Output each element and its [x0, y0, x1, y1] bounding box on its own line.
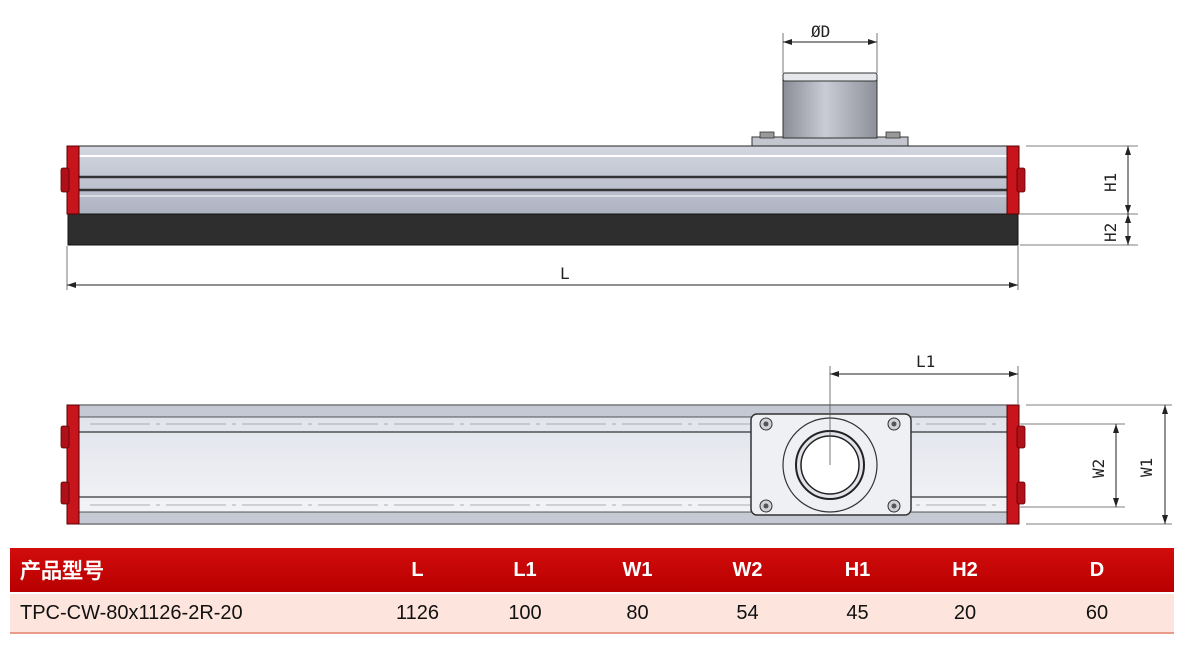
w1-label: W1	[1137, 458, 1156, 477]
header-model: 产品型号	[10, 548, 370, 593]
end-cap-left-top	[60, 404, 80, 525]
cell-h1: 45	[805, 593, 910, 634]
cell-d: 60	[1020, 593, 1174, 634]
cell-l: 1126	[370, 593, 465, 634]
dimension-length: L	[66, 246, 1019, 290]
w2-label: W2	[1089, 459, 1108, 478]
top-view: L1 W2 W1	[60, 352, 1172, 525]
outlet-flange	[750, 413, 912, 516]
cell-w2: 54	[690, 593, 805, 634]
table-header-row: 产品型号 L L1 W1 W2 H1 H2 D	[10, 548, 1174, 593]
header-h1: H1	[805, 548, 910, 593]
h1-label: H1	[1101, 173, 1120, 192]
header-w2: W2	[690, 548, 805, 593]
front-view: ØD L H1 H2	[60, 22, 1138, 290]
outlet-cylinder	[751, 72, 909, 148]
header-w1: W1	[585, 548, 690, 593]
length-label: L	[560, 264, 570, 283]
technical-drawing: ØD L H1 H2	[60, 22, 1172, 525]
cell-w1: 80	[585, 593, 690, 634]
h2-label: H2	[1101, 223, 1120, 242]
cell-l1: 100	[465, 593, 585, 634]
diameter-label: ØD	[811, 22, 830, 41]
table-row: TPC-CW-80x1126-2R-20 1126 100 80 54 45 2…	[10, 593, 1174, 634]
blower-body-front	[67, 145, 1019, 246]
header-l: L	[370, 548, 465, 593]
end-cap-left	[60, 145, 80, 215]
end-cap-right	[1006, 145, 1026, 215]
dimension-l1: L1	[829, 352, 1019, 465]
cell-h2: 20	[910, 593, 1020, 634]
header-l1: L1	[465, 548, 585, 593]
dimension-heights: H1 H2	[1020, 145, 1138, 246]
spec-table: 产品型号 L L1 W1 W2 H1 H2 D TPC-CW-80x1126-2…	[10, 548, 1174, 634]
cell-model: TPC-CW-80x1126-2R-20	[10, 593, 370, 634]
end-cap-right-top	[1006, 404, 1026, 525]
dimension-widths: W2 W1	[1020, 404, 1172, 525]
header-h2: H2	[910, 548, 1020, 593]
l1-label: L1	[916, 352, 935, 371]
header-d: D	[1020, 548, 1174, 593]
dimension-diameter: ØD	[782, 22, 878, 73]
